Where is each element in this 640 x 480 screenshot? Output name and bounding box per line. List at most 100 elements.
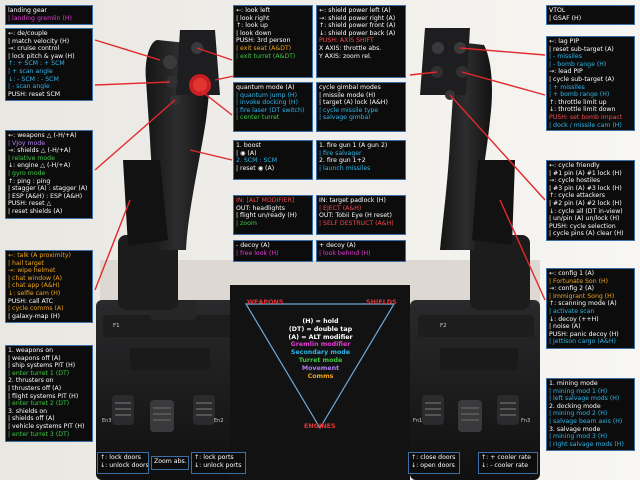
box-line: | #3 pin (A) #3 lock (H) [549, 184, 622, 192]
box-line: PUSH: set bomb impact [549, 113, 623, 121]
box-line: IN: target padlock (H) [319, 197, 386, 204]
box-line: | flight un/ready (H) [236, 212, 297, 220]
box-line: | SELF DESTRUCT (A&H) [319, 219, 394, 227]
power-triangle [244, 303, 396, 430]
box-line: X AXIS: throttle abs. [319, 44, 382, 52]
box-config: ←: config 1 (A)| Fortunate Son (H)→: con… [546, 268, 635, 349]
box-line: →: shield power right (A) [319, 14, 396, 22]
box-lockports: ↑: lock ports↓: unlock ports [191, 452, 246, 474]
box-line: cycle gimbal modes [319, 84, 381, 91]
box-vtol: VTOL| GSAF (H) [546, 5, 635, 25]
box-line: →: config 2 (A) [549, 285, 595, 293]
box-line: ←: lag PIP [549, 38, 579, 45]
box-line: ↓: open doors [411, 461, 455, 469]
box-mining: 1. mining mode| mining mod 1 (H)| left s… [546, 378, 635, 451]
box-line: ↓: decoy (++H) [549, 315, 599, 323]
label-en2: En2 [214, 418, 224, 424]
box-coolerrate: ↑: + cooler rate↓: - cooler rate [478, 452, 538, 474]
box-line: | mining mod 3 (H) [549, 433, 608, 441]
box-gimbal: cycle gimbal modes| missile mode (H)| ta… [316, 82, 406, 132]
box-line: ←: weapons △ (-H/+A) [8, 132, 77, 139]
label-fn3: Fn3 [521, 418, 531, 424]
legend-item: Turret mode [298, 356, 343, 364]
box-line: →: cruise control [8, 45, 60, 53]
box-line: OUT: headlights [236, 204, 285, 212]
box-line: | Fortunate Son (H) [549, 277, 609, 285]
box-line: | hail target [8, 259, 44, 267]
box-lockdoors: ↑: lock doors↓: unlock doors [97, 452, 149, 474]
box-line: | salvage beam axis (H) [549, 417, 623, 425]
box-line: ↑: lock ports [194, 454, 234, 461]
box-line: Y AXIS: zoom rel. [319, 52, 372, 60]
box-line: 2. SCM : SCM [236, 157, 278, 165]
box-landing: landing gear| landing gremlin (H) [5, 5, 93, 25]
box-lagpip: ←: lag PIP| reset sub-target (A)| - miss… [546, 36, 635, 131]
box-weapons: ←: weapons △ (-H/+A)| VJoy mode→: shield… [5, 130, 93, 219]
box-line: PUSH: 3rd person [236, 37, 291, 45]
box-line: | enter turret 1 (DT) [8, 369, 70, 377]
box-line: PUSH: AXIS SHIFT [319, 37, 374, 45]
box-line: | cycle missile type [319, 106, 379, 114]
box-line: | reset sub-target (A) [549, 45, 614, 53]
box-line: | VJoy mode [8, 139, 46, 147]
box-line: | activate scan [549, 307, 595, 315]
box-closedoors: ↑: close doors↓: open doors [408, 452, 460, 474]
box-line: | right salvage mods (H) [549, 440, 624, 448]
box-line: 2. docking mode [549, 402, 601, 410]
box-line: | noise (A) [549, 323, 581, 331]
box-line: VTOL [549, 7, 566, 14]
box-line: 1. boost [236, 142, 262, 149]
box-line: ←: de/couple [8, 30, 48, 37]
box-line: ←: shield power left (A) [319, 7, 391, 14]
box-line: | ESP (A&H) : ESP (A&H) [8, 192, 83, 200]
box-line: | lock pitch & yaw (H) [8, 52, 75, 60]
box-line: 1. fire gun 1 (A gun 2) [319, 142, 388, 149]
box-line: →: shields △ (-H/+A) [8, 147, 71, 155]
box-line: 2. fire gun 1+2 [319, 157, 366, 165]
box-line: ↑: look up [236, 22, 268, 30]
box-altmod: IN: [ALT MODIFIER]OUT: headlights| fligh… [233, 195, 313, 235]
box-line: | GSAF (H) [549, 14, 582, 22]
box-line: | fire laser (DT switch) [236, 106, 305, 114]
box-line: ↑: + SCM : + SCM [8, 60, 65, 68]
box-line: | + scan angle [8, 67, 53, 75]
box-shieldpower: ←: shield power left (A)→: shield power … [316, 5, 406, 78]
box-line: | quantum jump (H) [236, 91, 297, 99]
box-line: ←: look left [236, 7, 271, 14]
box-line: | dock / missile cam (H) [549, 121, 622, 129]
box-line: | match velocity (H) [8, 37, 70, 45]
box-line: | + missiles [549, 83, 585, 91]
box-line: | + bomb range (H) [549, 91, 610, 99]
box-line: ↑: ping : ping [8, 177, 51, 185]
box-line: PUSH: call ATC [8, 297, 53, 305]
right-stick [410, 28, 540, 480]
box-line: | enter turret 2 (DT) [8, 400, 70, 408]
box-line: ↓: throttle limit down [549, 106, 616, 114]
box-line: IN: [ALT MODIFIER] [236, 197, 295, 204]
box-line: | zoom [236, 219, 257, 227]
box-line: ←: cycle friendly [549, 162, 600, 169]
box-line: | look behind (H) [319, 249, 371, 257]
box-line: ↓: - cooler rate [481, 461, 529, 469]
box-line: OUT: Tobii Eye (H reset) [319, 212, 392, 220]
box-line: | #1 pin (A) #1 lock (H) [549, 169, 622, 177]
legend-item: (DT) = double tap [288, 325, 353, 333]
box-line: | Immigrant Song (H) [549, 292, 615, 300]
box-line: ↓: shield power back (A) [319, 29, 396, 37]
box-line: ↓: unlock doors [100, 461, 149, 469]
box-line: →: cycle hostiles [549, 177, 601, 185]
box-line: | center turret [236, 114, 280, 122]
box-line: | enter turret 3 (DT) [8, 430, 70, 438]
legend-item: Comms [307, 372, 334, 380]
box-line: ↑: lock doors [100, 454, 141, 461]
box-line: | landing gremlin (H) [8, 14, 72, 22]
box-weapons-on: 1. weapons on| weapons off (A)| ship sys… [5, 345, 93, 442]
box-line: →: lead PIP [549, 68, 583, 76]
box-line: | weapons off (A) [8, 354, 61, 362]
box-line: | ship systems PIT (H) [8, 362, 76, 370]
left-stick [96, 30, 246, 480]
box-line: ↓: unlock ports [194, 461, 242, 469]
box-line: PUSH: panic decoy (H) [549, 330, 619, 338]
box-line: | cycle sub-target (A) [549, 75, 615, 83]
